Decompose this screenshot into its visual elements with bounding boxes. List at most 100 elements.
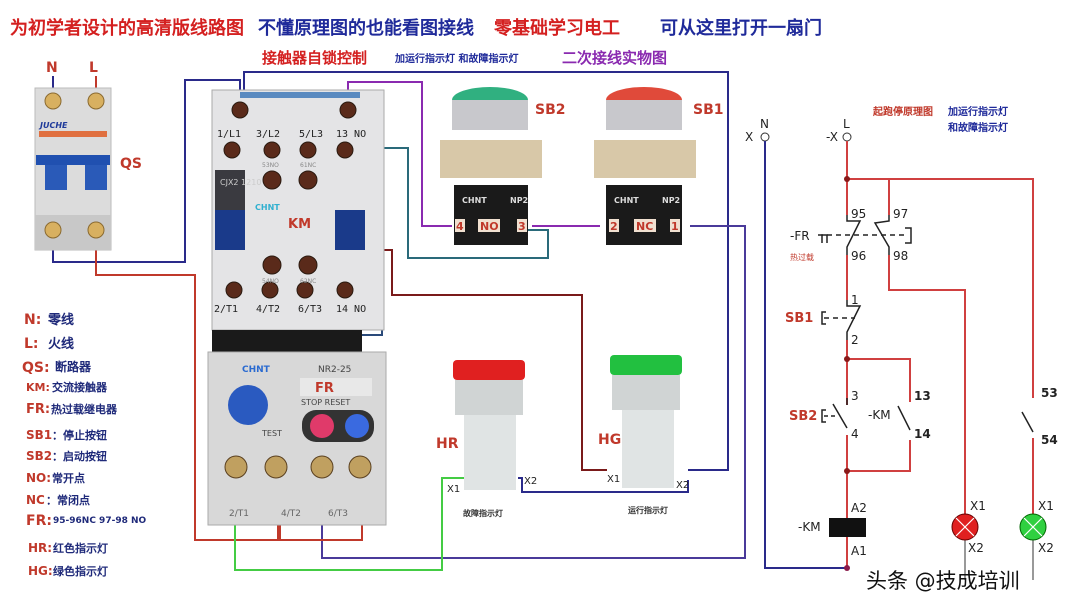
contactor-tag: KM bbox=[288, 217, 311, 232]
overload-terminal-6t3: 6/T3 bbox=[328, 509, 348, 519]
sch-c3: 3 bbox=[851, 389, 859, 403]
schematic-title-blue2: 和故障指示灯 bbox=[947, 121, 1008, 134]
sb1-terminal-1: 1 bbox=[671, 220, 679, 233]
wire-l-red bbox=[95, 232, 279, 541]
legend-key: L: bbox=[24, 336, 39, 352]
sch-red-lamp-x2: X2 bbox=[968, 541, 984, 555]
contactor: 1/L1 3/L2 5/L3 13 NO 53NO 61NC CJX2 1210… bbox=[211, 89, 385, 352]
hg-tag: HG bbox=[598, 432, 621, 448]
sb1-terminal-2: 2 bbox=[610, 220, 618, 233]
breaker-tag: QS bbox=[120, 156, 142, 172]
sb2-brand: CHNT bbox=[462, 196, 487, 205]
sch-c53: 53 bbox=[1041, 386, 1058, 400]
title-part1: 为初学者设计的高清版线路图 bbox=[10, 17, 244, 39]
schematic-title-blue1: 加运行指示灯 bbox=[947, 105, 1008, 118]
overload-brand: CHNT bbox=[242, 365, 271, 375]
wire-top-blue bbox=[243, 71, 729, 471]
sch-km-coil-symbol bbox=[829, 518, 866, 537]
contactor-aux-53no: 53NO bbox=[262, 162, 279, 169]
sch-sb2: SB2 bbox=[789, 409, 817, 424]
sch-km-coil: -KM bbox=[798, 520, 821, 534]
legend-key: SB2 bbox=[26, 449, 52, 463]
sch-km-aux-loop2 bbox=[847, 440, 911, 472]
sch-neutral-line bbox=[764, 141, 847, 569]
wire-aux-teal bbox=[355, 147, 549, 259]
legend-value: 火线 bbox=[48, 336, 74, 352]
contactor-terminal-3l2: 3/L2 bbox=[256, 129, 280, 140]
sch-x-n: X bbox=[745, 130, 753, 144]
sb1-type: NC bbox=[636, 220, 653, 233]
legend-key: HG: bbox=[28, 564, 53, 578]
legend-key: FR: bbox=[26, 513, 52, 529]
contactor-aux-62nc: 62NC bbox=[300, 278, 316, 285]
sch-red-lamp: X1 X2 bbox=[951, 499, 986, 555]
contactor-model: CJX2 1210 bbox=[220, 178, 261, 187]
sb1-model: NP2 bbox=[662, 196, 680, 205]
contactor-terminal-6t3: 6/T3 bbox=[298, 304, 322, 315]
hr-x2: X2 bbox=[524, 476, 537, 487]
sch-98-branch bbox=[888, 255, 966, 514]
legend-value: 热过载继电器 bbox=[51, 402, 118, 416]
legend-key: NC bbox=[26, 493, 45, 507]
legend-value: ：启动按钮 bbox=[52, 449, 107, 463]
legend-key: FR: bbox=[26, 402, 50, 417]
legend-value: 绿色指示灯 bbox=[53, 564, 108, 578]
overload-test: TEST bbox=[261, 429, 282, 438]
watermark: 头条 @技成培训 bbox=[866, 569, 1020, 593]
reset-button[interactable] bbox=[345, 414, 369, 438]
sb1-tag: SB1 bbox=[693, 102, 724, 118]
wire-13-purple bbox=[347, 81, 452, 227]
sch-green-lamp: X1 X2 bbox=[1019, 499, 1054, 555]
legend-value: 常开点 bbox=[52, 471, 85, 485]
stop-button[interactable] bbox=[310, 414, 334, 438]
breaker-l-label: L bbox=[89, 60, 98, 76]
overload-tag: FR bbox=[315, 381, 334, 396]
subtitle-part1: 接触器自锁控制 bbox=[262, 49, 367, 67]
legend-key: HR: bbox=[28, 541, 52, 555]
sch-fr: -FR bbox=[790, 229, 810, 243]
overload-stop-reset: STOP RESET bbox=[301, 398, 350, 407]
schematic-title-red: 起跑停原理图 bbox=[872, 105, 933, 118]
sch-c54: 54 bbox=[1041, 433, 1058, 447]
legend: N: 零线 L: 火线 QS: 断路器 KM: 交流接触器 FR: 热过载继电器… bbox=[22, 312, 147, 578]
legend-value: 红色指示灯 bbox=[53, 541, 108, 555]
sch-fr-note: 热过载 bbox=[790, 252, 814, 262]
sch-a2: A2 bbox=[851, 501, 867, 515]
contactor-terminal-13no: 13 NO bbox=[336, 129, 366, 140]
breaker-n-label: N bbox=[46, 60, 58, 76]
hg-caption: 运行指示灯 bbox=[628, 505, 668, 515]
hr-caption: 故障指示灯 bbox=[463, 508, 503, 518]
sch-c4: 4 bbox=[851, 427, 859, 441]
breaker-brand: JUCHE bbox=[38, 121, 68, 130]
stop-button-sb1: CHNT NP2 2 NC 1 SB1 bbox=[594, 87, 724, 245]
sb2-terminal-3: 3 bbox=[518, 220, 526, 233]
sch-red-lamp-x1: X1 bbox=[970, 499, 986, 513]
overload-relay: CHNT NR2-25 TEST FR STOP RESET 2/T1 4/T2… bbox=[207, 351, 387, 526]
wire-hr-x2 bbox=[518, 477, 689, 493]
sch-top-bus bbox=[847, 178, 1034, 398]
hg-x2: X2 bbox=[676, 480, 689, 491]
overload-terminal-2t1: 2/T1 bbox=[229, 509, 249, 519]
sch-98: 98 bbox=[893, 249, 908, 263]
sch-km-aux-loop bbox=[847, 358, 911, 402]
sch-c14: 14 bbox=[914, 427, 931, 441]
subtitle-part2: 加运行指示灯 和故障指示灯 bbox=[394, 52, 518, 65]
sch-c1: 1 bbox=[851, 293, 859, 307]
sch-l: L bbox=[843, 117, 850, 131]
contactor-terminal-14no: 14 NO bbox=[336, 304, 366, 315]
sch-n: N bbox=[760, 117, 769, 131]
sb2-model: NP2 bbox=[510, 196, 528, 205]
sb2-terminal-4: 4 bbox=[456, 220, 464, 233]
legend-key: N: bbox=[24, 312, 41, 328]
hr-tag: HR bbox=[436, 436, 459, 452]
sch-a1: A1 bbox=[851, 544, 867, 558]
wire-sb1-out bbox=[321, 225, 746, 559]
start-button-sb2: CHNT NP2 4 NO 3 SB2 bbox=[440, 87, 566, 245]
overload-terminal-4t2: 4/T2 bbox=[281, 509, 301, 519]
contactor-terminal-4t2: 4/T2 bbox=[256, 304, 280, 315]
contactor-aux-61nc: 61NC bbox=[300, 162, 316, 169]
sb2-tag: SB2 bbox=[535, 102, 566, 118]
sch-96: 96 bbox=[851, 249, 866, 263]
title-part2: 不懂原理图的也能看图接线 bbox=[258, 17, 474, 39]
circuit-breaker: N L JUCHE QS bbox=[34, 60, 142, 251]
